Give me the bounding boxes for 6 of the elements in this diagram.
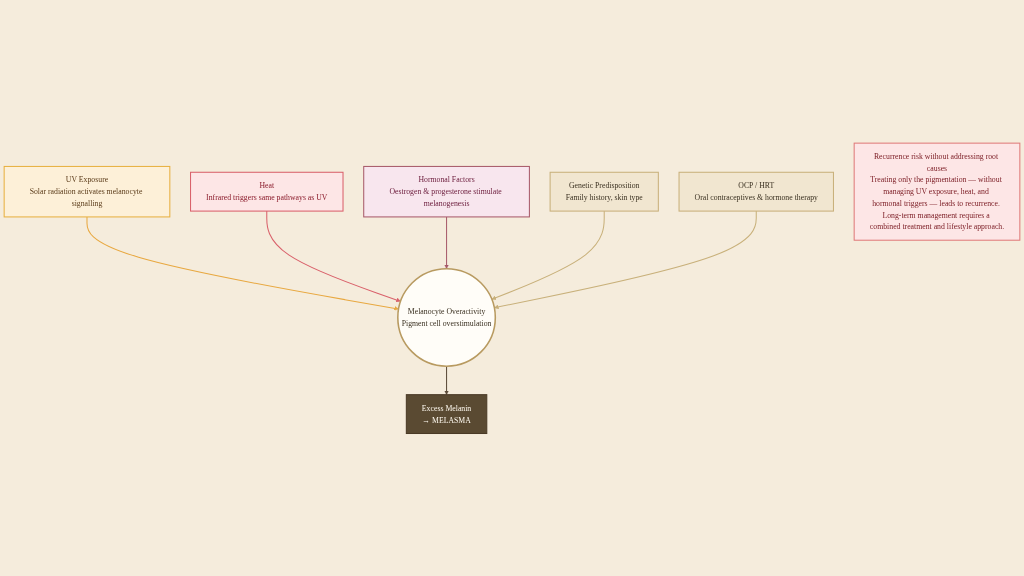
arrow [444,365,449,395]
arrow [491,210,605,300]
arrow [266,210,401,302]
arrow [444,216,449,269]
arrow [86,216,399,311]
arrow [494,210,757,309]
